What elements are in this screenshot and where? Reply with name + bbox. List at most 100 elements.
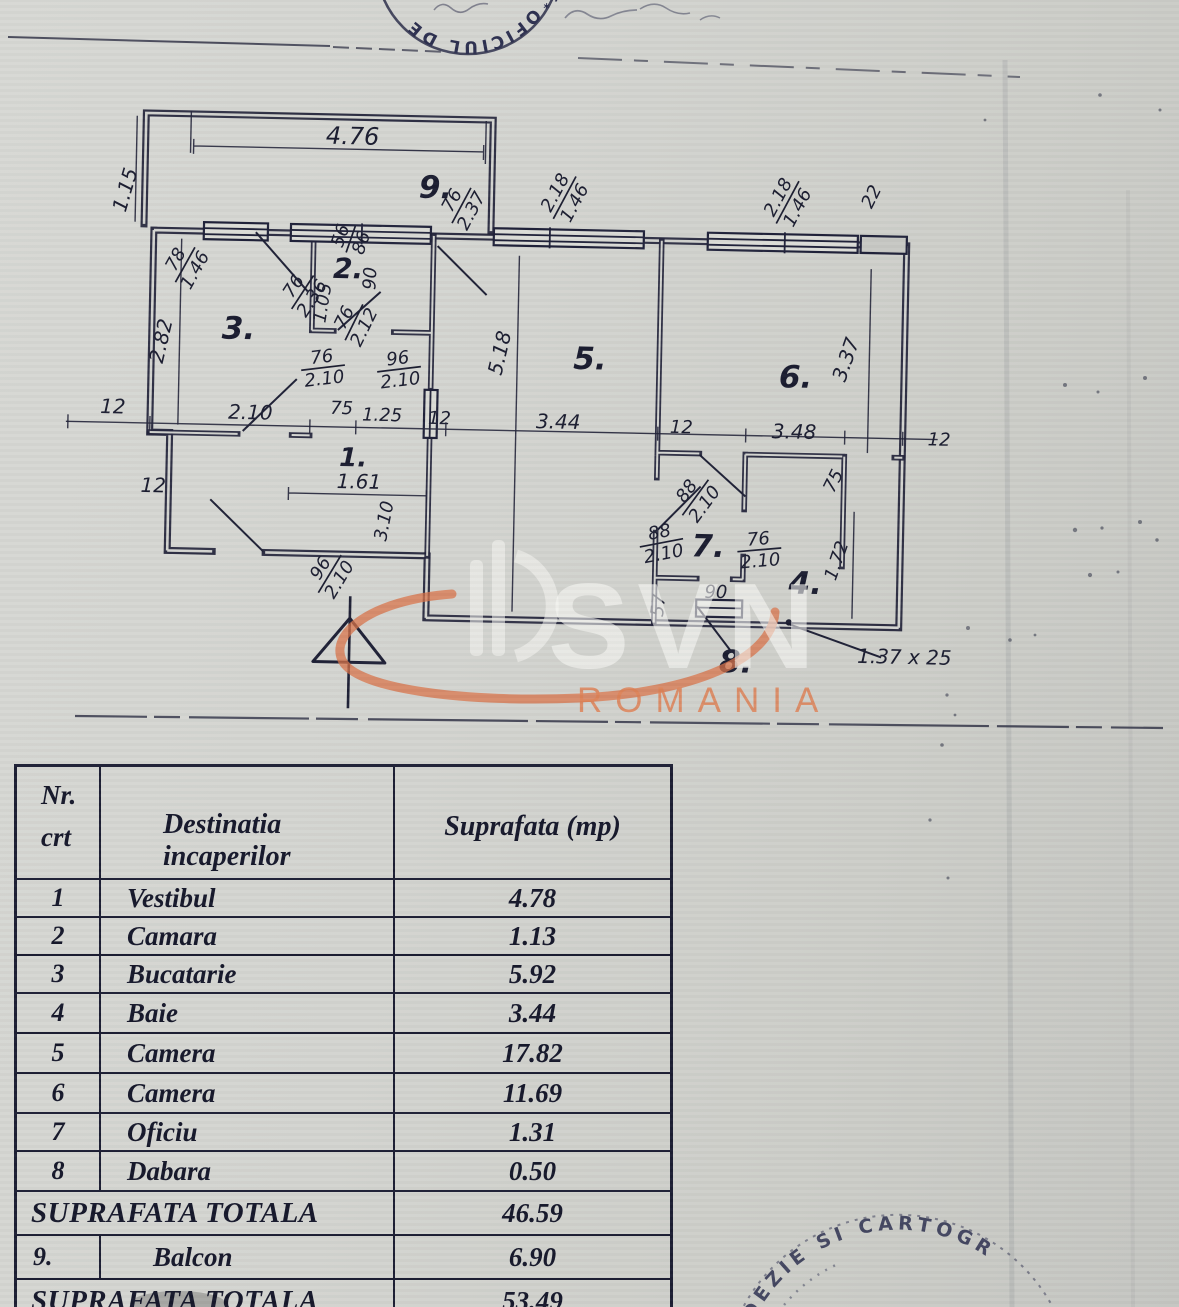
dim-mid-0: 12 [100, 394, 126, 419]
dim-hole: 1.37 x 25 [857, 644, 952, 670]
header-nr-line2: crt [41, 821, 71, 852]
dim-90b: 90 [704, 582, 727, 603]
header-nr-line1: Nr. [41, 780, 77, 810]
scan-artifacts [7, 36, 1164, 1307]
svg-text:76: 76 [746, 528, 771, 551]
total-row-with-balcony: SUPRAFATA TOTALA 53.49 [17, 1278, 670, 1307]
row-mp: 11.69 [502, 1077, 563, 1108]
room-label-9: 9. [418, 170, 452, 207]
swoosh-graphic [335, 589, 780, 704]
stamp-border-circle [382, 0, 554, 56]
dim-room4-height: 1.72 [820, 538, 853, 583]
row-nr: 4 [17, 994, 101, 1032]
dim-room1-height: 3.10 [370, 499, 398, 542]
row-name: Bucatarie [101, 956, 395, 992]
svg-text:96: 96 [385, 347, 410, 371]
watermark: SVN ROMANIA [335, 540, 831, 720]
room-label-3: 3. [221, 311, 255, 348]
table-row: 5 Camera 17.82 [17, 1032, 670, 1072]
dim-window5-fraction: 2.18 1.46 [537, 170, 594, 226]
dim-mid-7: 3.48 [772, 419, 817, 444]
dim-door2-fraction: 76 2.12 [330, 303, 382, 350]
dim-top-width: 4.76 [326, 122, 380, 151]
row-name: Baie [101, 994, 395, 1032]
row-nr: 8 [17, 1152, 101, 1190]
dim-room1-width: 1.61 [336, 469, 381, 494]
table-row: 4 Baie 3.44 [17, 992, 670, 1032]
row-mp: 0.50 [508, 1155, 557, 1186]
row-nr: 5 [17, 1034, 101, 1072]
handwriting-scribbles [564, 3, 721, 21]
stamp-scribble [433, 2, 489, 14]
corner-pillar [859, 234, 909, 255]
room-label-6: 6. [779, 359, 813, 396]
dim-mid-6: 12 [670, 417, 693, 438]
window-room6 [706, 231, 860, 254]
dim-90: 90 [359, 266, 381, 290]
total-row-interior: SUPRAFATA TOTALA 46.59 [17, 1190, 670, 1234]
dim-mid-8: 12 [927, 429, 950, 450]
shadow-blob [130, 1291, 226, 1307]
row-name: Camera [101, 1074, 395, 1112]
ink-speckles [928, 93, 1162, 880]
room-label-7: 7. [691, 528, 725, 565]
row-name: Balcon [101, 1236, 395, 1278]
leader-hole [789, 623, 882, 659]
dim-door3-fraction: 76 2.10 [301, 345, 346, 392]
row-nr: 6 [17, 1074, 101, 1112]
row-name: Dabara [101, 1152, 395, 1190]
total-label: SUPRAFATA TOTALA [17, 1280, 395, 1307]
row-nr: 7 [17, 1114, 101, 1150]
header-suprafata: Suprafata (mp) [444, 811, 621, 842]
svg-text:2.10: 2.10 [739, 549, 781, 573]
leader-room8 [696, 605, 732, 651]
total-mp: 53.49 [502, 1285, 563, 1307]
total-label: SUPRAFATA TOTALA [17, 1192, 395, 1234]
floor-plan: 9. 3. 2. 5. 6. 1. 7. 4. 8. 4.76 1.15 2.8… [65, 109, 952, 709]
header-dest-line1: Destinatia [163, 809, 282, 840]
row-mp: 4.78 [508, 882, 557, 913]
table-row: 6 Camera 11.69 [17, 1072, 670, 1112]
row-name: Camera [101, 1034, 395, 1072]
fold-line [1002, 59, 1015, 1307]
separator-line [74, 714, 1164, 730]
areas-table: Nr. crt Destinatia incaperilor Suprafata… [14, 764, 673, 1307]
row-nr: 9. [17, 1236, 101, 1278]
dim-mid-1: 2.10 [228, 400, 273, 425]
svn-logo-mark [470, 540, 559, 663]
dim-mid-4: 12 [428, 408, 451, 429]
dim-mid-3: 1.25 [362, 404, 403, 426]
dim-mid-2: 75 [330, 398, 353, 419]
dim-balcony-depth: 1.15 [107, 165, 142, 214]
dim-room6-height: 3.37 [827, 334, 864, 384]
header-destinatia: Destinatia incaperilor [101, 767, 395, 878]
row-name: Vestibul [101, 880, 395, 916]
dim-mid-5: 3.44 [536, 409, 581, 434]
watermark-brand: SVN [548, 558, 823, 694]
dim-door7a-fraction: 88 2.10 [672, 476, 725, 527]
watermark-region: ROMANIA [577, 681, 831, 720]
dim-door3b-fraction: 96 2.10 [377, 347, 422, 393]
window-room3 [202, 221, 270, 242]
table-row: 1 Vestibul 4.78 [17, 878, 670, 916]
dim-door74-fraction: 76 2.10 [737, 528, 782, 573]
room-label-5: 5. [573, 341, 607, 378]
room-label-2: 2. [333, 252, 364, 286]
dim-12-left: 12 [140, 473, 166, 498]
svg-text:2.10: 2.10 [303, 366, 345, 392]
svg-text:DEZIE SI CARTOGR: DEZIE SI CARTOGR [738, 1212, 999, 1307]
row-mp: 17.82 [502, 1037, 563, 1068]
row-mp: 1.31 [508, 1116, 557, 1147]
window-room2 [289, 222, 433, 246]
row-name: Camara [101, 918, 395, 954]
dim-room5-height: 5.18 [483, 328, 517, 377]
table-row-balcony: 9. Balcon 6.90 [17, 1234, 670, 1278]
row-nr: 3 [17, 956, 101, 992]
dim-57: 57 [647, 592, 670, 618]
table-row: 8 Dabara 0.50 [17, 1150, 670, 1190]
dim-window6-fraction: 2.18 1.46 [760, 175, 817, 231]
row-mp: 1.13 [508, 920, 557, 951]
row-mp: 6.90 [508, 1241, 557, 1272]
dim-window3-fraction: 78 1.46 [161, 245, 214, 293]
